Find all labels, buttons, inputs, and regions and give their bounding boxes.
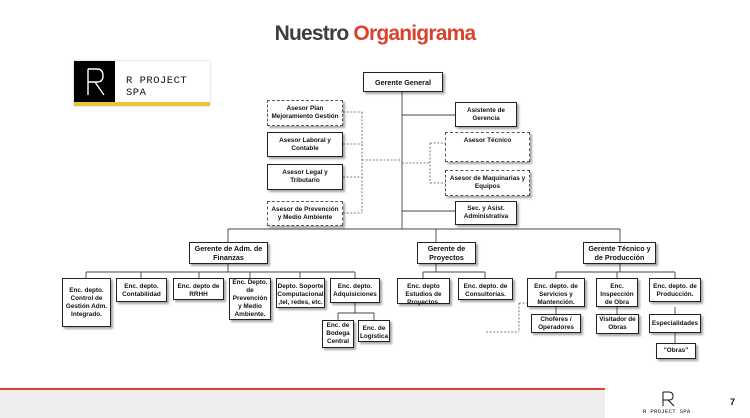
node-enc-bodega-central: Enc. de Bodega Central [322,320,354,348]
node-gerente-finanzas: Gerente de Adm. de Finanzas [189,242,268,264]
node-asesor-maquinarias: Asesor de Maquinarias y Equipos [445,170,530,196]
node-asesor-legal: Asesor Legal y Tributario [267,164,343,190]
footer-logo-name: R PROJECT SPA [643,408,691,415]
node-enc-consultorias: Enc. depto. de Consultorías. [458,278,513,300]
node-enc-adquisiciones: Enc. depto. Adquisiciones [330,278,380,303]
node-asesor-prevencion: Asesor de Prevención y Medio Ambiente [267,201,343,226]
node-enc-servicios-mantencion: Enc. depto. de Servicios y Mantención. [527,278,585,307]
node-label: Gerente de Adm. de Finanzas [194,244,263,262]
node-enc-inspeccion-obra: Enc. Inspección de Obra [596,278,638,307]
footer-logo: R PROJECT SPA [636,389,706,418]
node-label: "Obras" [663,347,689,354]
node-enc-logistica: Enc. de Logística [358,320,390,342]
logo-accent-bar [74,102,210,106]
node-enc-estudios-proyectos: Enc. depto Estudios de Proyectos. [397,278,450,306]
node-choferes-operadores: Choferes / Operadores [531,314,581,333]
node-label: Enc. Depto. de Prevención y Medio Ambien… [232,279,268,318]
node-asesor-laboral: Asesor Laboral y Contable [267,132,343,157]
node-label: Enc. depto. de Servicios y Mantención. [534,283,578,306]
footer-logo-mark-icon [662,391,675,407]
node-label: Especialidades [651,319,699,327]
node-label: Enc. de Logística [359,325,389,340]
title-part-1: Nuestro [274,22,354,45]
node-asistente-gerencia: Asistente de Gerencia [455,102,517,127]
node-label: Enc. depto. de Producción. [653,283,697,298]
node-label: Enc. depto. Contabilidad [122,283,161,298]
node-depto-soporte: Depto. Soporte Computacional ,tel, redes… [276,278,325,308]
node-label: Asesor de Maquinarias y Equipos [449,175,526,190]
title-part-2: Organigrama [353,22,476,45]
node-label: Asesor Técnico [463,137,512,144]
node-obras: "Obras" [656,343,696,359]
node-label: Asesor Laboral y Contable [279,136,331,152]
node-label: Asesor Legal y Tributario [282,169,328,184]
node-asesor-plan: Asesor Plan Mejoramiento Gestión [267,100,343,126]
node-label: Enc. de Bodega Central [326,322,350,345]
node-label: Enc. depto Estudios de Proyectos. [405,283,442,306]
node-enc-contabilidad: Enc. depto. Contabilidad [116,278,167,302]
node-gerente-general: Gerente General [363,72,443,92]
node-label: Gerente de Proyectos [427,244,466,262]
node-enc-produccion: Enc. depto. de Producción. [649,278,701,302]
node-enc-prevencion: Enc. Depto. de Prevención y Medio Ambien… [229,278,271,320]
node-visitador-obras: Visitador de Obras [596,314,639,334]
node-gerente-tecnico: Gerente Técnico y de Producción [583,242,656,264]
node-label: Enc. depto de RRHH [177,283,220,298]
footer-accent-line [0,388,605,390]
node-enc-control-gestion: Enc. depto. Control de Gestión Adm. Inte… [62,278,111,327]
node-especialidades: Especialidades [649,314,701,333]
node-asesor-tecnico: Asesor Técnico [445,132,530,162]
node-label: Visitador de Obras [599,316,636,331]
company-logo: R PROJECT SPA [74,61,210,106]
node-label: Asesor de Prevención y Medio Ambiente [271,205,339,221]
node-label: Asesor Plan Mejoramiento Gestión [271,105,339,120]
footer-band [0,390,605,418]
node-enc-rrhh: Enc. depto de RRHH [173,278,224,300]
page-number: 7 [730,397,736,407]
node-label: Depto. Soporte Computacional ,tel, redes… [277,283,324,306]
slide-title: Nuestro Organigrama [0,22,750,46]
node-label: Enc. Inspección de Obra [600,283,634,306]
node-label: Asistente de Gerencia [466,106,505,122]
node-label: Sec. y Asist. Administrativa [463,205,509,220]
node-gerente-proyectos: Gerente de Proyectos [417,242,476,264]
node-label: Choferes / Operadores [538,315,574,331]
node-label: Gerente General [375,77,431,87]
node-label: Enc. depto. Adquisiciones [333,283,377,298]
node-label: Enc. depto. de Consultorías. [463,283,508,298]
node-label: Gerente Técnico y de Producción [588,244,651,262]
node-label: Enc. depto. Control de Gestión Adm. Inte… [65,286,108,318]
logo-name: R PROJECT SPA [126,75,188,99]
node-sec-asist: Sec. y Asist. Administrativa [455,201,517,225]
logo-mark-icon [74,61,115,102]
